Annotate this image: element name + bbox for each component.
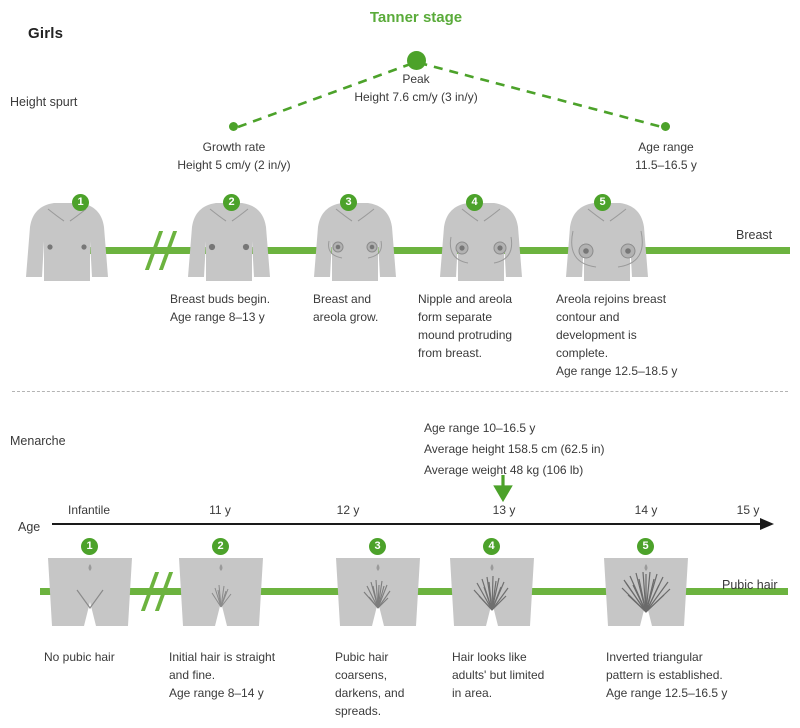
peak-detail: Height 7.6 cm/y (3 in/y) [354,90,478,104]
pubic-hair-stage-badge-1: 1 [81,538,98,555]
pubic-hair-stage-badge-4: 4 [483,538,500,555]
growth-rate-start-dot [229,122,238,131]
sex-title: Girls [28,25,64,42]
age-range-detail: 11.5–16.5 y [635,158,697,172]
breast-row-label: Breast [736,228,773,242]
age-tick-4: 14 y [634,503,658,517]
breast-track-line [60,247,790,254]
peak-dot [407,51,426,70]
age-tick-0: Infantile [67,503,111,517]
age-tick-2: 12 y [336,503,360,517]
breast-caption-3: Breast and areola grow. [313,292,379,324]
breast-caption-5: Areola rejoins breast contour and develo… [556,292,678,378]
pubic-hair-caption-1: No pubic hair [44,650,115,664]
pubic-hair-caption-3: Pubic hair coarsens, darkens, and spread… [335,650,405,718]
pubic-hair-stage-badge-3: 3 [369,538,386,555]
menarche-average-weight: Average weight 48 kg (106 lb) [424,463,584,477]
growth-rate-title: Growth rate [202,140,266,154]
breast-stage-badge-3: 3 [340,194,357,211]
row-label-height-spurt: Height spurt [10,95,78,109]
age-axis-line [52,518,774,530]
age-tick-3: 13 y [492,503,516,517]
pubic-hair-stage-badge-2: 2 [212,538,229,555]
age-tick-5: 15 y [736,503,760,517]
breast-stage-badge-1: 1 [72,194,89,211]
breast-stage-badge-2: 2 [223,194,240,211]
peak-title: Peak [402,72,430,86]
row-label-age: Age [18,520,41,534]
menarche-arrow-icon [493,475,513,503]
breast-stage-badge-4: 4 [466,194,483,211]
pubic-hair-figures [48,558,688,626]
pubic-hair-caption-5: Inverted triangular pattern is establish… [606,650,728,700]
menarche-age-range: Age range 10–16.5 y [424,421,536,435]
age-range-title: Age range [638,140,694,154]
breast-figures [25,202,649,282]
row-label-menarche: Menarche [10,434,66,448]
pubic-hair-caption-2: Initial hair is straight and fine. Age r… [169,650,276,700]
pubic-hair-row-label: Pubic hair [722,578,778,592]
age-tick-1: 11 y [209,503,231,517]
chart-title: Tanner stage [369,9,463,26]
pubic-hair-stage-badge-5: 5 [637,538,654,555]
growth-rate-detail: Height 5 cm/y (2 in/y) [177,158,291,172]
menarche-average-height: Average height 158.5 cm (62.5 in) [424,442,605,456]
pubic-hair-caption-4: Hair looks like adults' but limited in a… [452,650,545,700]
breast-stage-badge-5: 5 [594,194,611,211]
section-divider [12,391,788,392]
age-range-end-dot [661,122,670,131]
breast-caption-2: Breast buds begin. Age range 8–13 y [170,292,271,324]
height-spurt-curve [237,60,663,129]
breast-caption-4: Nipple and areola form separate mound pr… [418,292,513,360]
